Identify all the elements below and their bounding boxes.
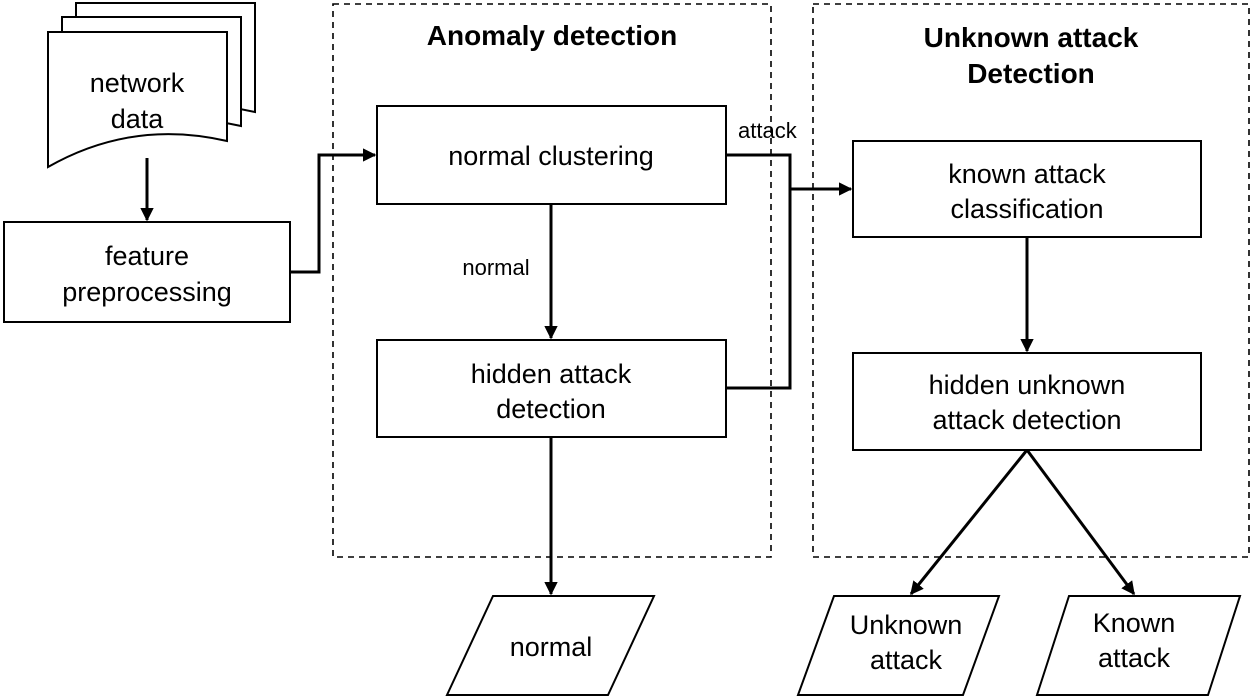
known-attack-output-line2: attack (1098, 643, 1171, 673)
unknown-attack-title-line2: Detection (967, 58, 1095, 89)
feature-preprocessing-line2: preprocessing (62, 277, 232, 307)
hidden-unknown-attack-detection-line1: hidden unknown (929, 370, 1126, 400)
unknown-attack-output-shape: Unknown attack (796, 595, 1001, 696)
feature-preprocessing-box: feature preprocessing (3, 221, 291, 323)
hidden-attack-detection-box: hidden attack detection (376, 339, 727, 438)
known-attack-classification-line2: classification (950, 194, 1103, 224)
hidden-attack-detection-line1: hidden attack (471, 359, 632, 389)
hidden-unknown-attack-detection-line2: attack detection (932, 405, 1121, 435)
arrow-to-unknown-attack (909, 449, 1029, 596)
network-data-line1: network (90, 68, 185, 98)
attack-bracket-line (726, 153, 792, 390)
normal-output-shape: normal (445, 595, 656, 696)
known-attack-output-shape: Known attack (1035, 595, 1242, 696)
feature-preprocessing-line1: feature (105, 241, 189, 271)
normal-clustering-box: normal clustering (376, 105, 727, 205)
hidden-attack-detection-line2: detection (496, 394, 606, 424)
normal-edge-label: normal (462, 255, 529, 280)
known-attack-classification-line1: known attack (948, 159, 1106, 189)
attack-edge-label: attack (738, 118, 798, 143)
known-attack-output-line1: Known (1093, 608, 1176, 638)
arrow-to-known-attack (1025, 449, 1136, 596)
unknown-attack-title-line1: Unknown attack (924, 22, 1139, 53)
hidden-unknown-attack-detection-box: hidden unknown attack detection (852, 352, 1202, 451)
unknown-attack-output-line1: Unknown (850, 610, 963, 640)
normal-clustering-label: normal clustering (448, 141, 654, 171)
anomaly-detection-title: Anomaly detection (427, 20, 677, 51)
network-data-line2: data (111, 104, 165, 134)
normal-output-label: normal (510, 632, 593, 662)
known-attack-classification-box: known attack classification (852, 140, 1202, 238)
network-data-document: network data (47, 2, 256, 169)
arrow-preprocessing-to-clustering (290, 148, 377, 274)
unknown-attack-output-line2: attack (870, 645, 943, 675)
